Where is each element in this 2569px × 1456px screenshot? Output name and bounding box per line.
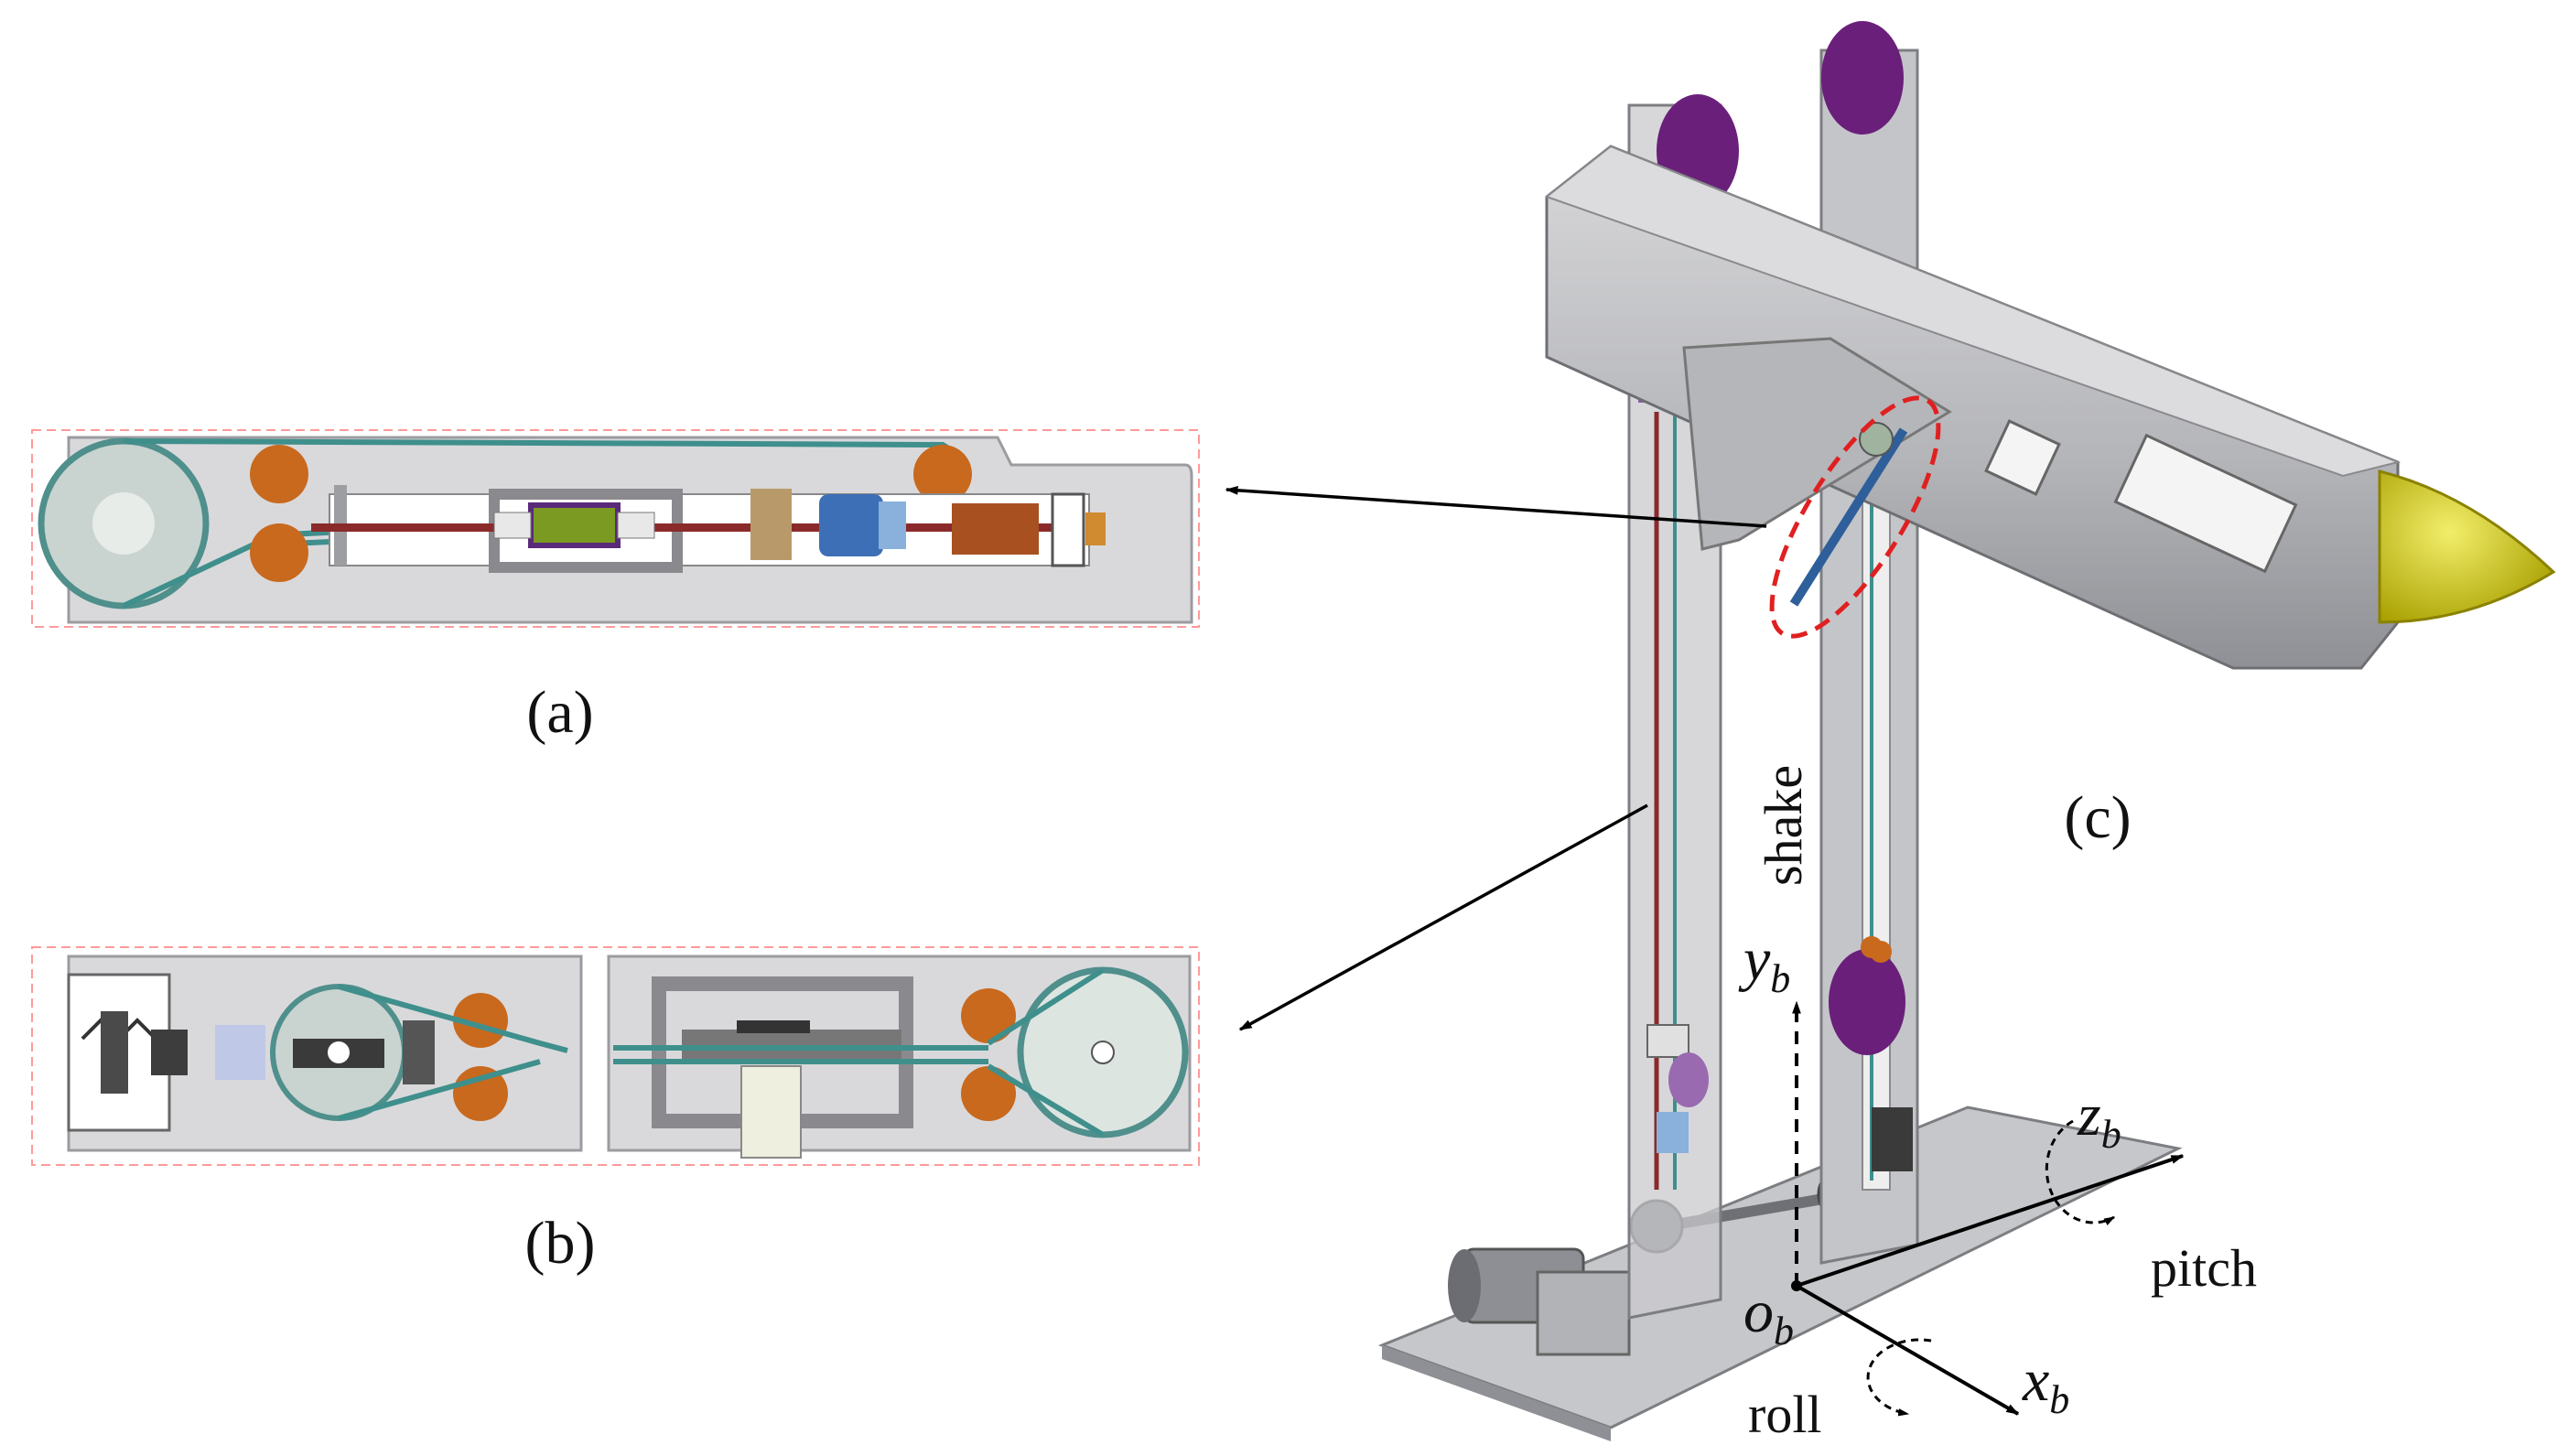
right-column-pulley-low [1829, 949, 1905, 1055]
right-column-gear [1872, 1107, 1913, 1171]
left-column-clamp [1646, 1024, 1689, 1058]
panel-b-slider-plate [740, 1065, 802, 1159]
panel-b-bevel-gear [101, 1011, 128, 1094]
shake-mechanism-highlight [1769, 395, 1941, 639]
panel-b [31, 946, 1200, 1166]
panel-a [31, 429, 1200, 628]
panel-a-bearing [750, 489, 792, 560]
right-column-roller-2 [1870, 941, 1892, 963]
panel-a-motor-shaft [1085, 512, 1106, 545]
panel-a-motor-mount [1051, 492, 1085, 567]
panel-a-coupler-right [617, 512, 655, 539]
left-column-pulley-low [1668, 1052, 1709, 1107]
panel-b-bellows [215, 1025, 265, 1080]
panel-b-drum-left-hub [328, 1041, 350, 1063]
panel-b-roller-top-right [961, 988, 1016, 1043]
panel-b-border [31, 946, 1200, 1166]
roll-rotation-arc [1866, 1338, 1932, 1417]
panel-b-clamp [403, 1020, 435, 1084]
shake-label: shake [1754, 765, 1813, 886]
z-axis [1796, 1154, 2185, 1288]
nose-cone [2378, 469, 2556, 624]
motor-mount [1536, 1270, 1631, 1356]
panel-b-coupler [151, 1030, 188, 1075]
beam-window-small [1984, 419, 2061, 496]
pitch-rotation-arc [2045, 1119, 2116, 1225]
beam-window [2113, 433, 2298, 574]
panel-a-roller-top-left [250, 445, 308, 503]
callout-arrow-b [1238, 803, 1648, 1031]
panel-a-caption: (a) [526, 679, 593, 746]
panel-b-belt-left [338, 984, 568, 1121]
left-column-spring [1657, 1112, 1689, 1153]
callout-arrow-a [1225, 485, 1767, 528]
panel-b-belt-right [613, 1045, 988, 1064]
panel-a-border [31, 429, 1200, 628]
panel-b-drum-right-hub [1091, 1041, 1115, 1064]
panel-a-coupler-left [493, 512, 532, 539]
x-axis [1795, 1284, 2020, 1416]
origin-dot [1791, 1280, 1802, 1291]
body-axes: yb zb xb ob pitch roll [1738, 926, 2257, 1444]
shake-mechanism-rod [1789, 427, 1908, 607]
panel-b-belt-wrap [987, 967, 1105, 1138]
panel-a-bellows [819, 494, 883, 556]
shake-mechanism-pulley [1859, 422, 1894, 457]
base-plate-edge [1382, 1345, 1611, 1441]
panel-c-caption: (c) [2064, 784, 2131, 851]
panel-a-rod [311, 523, 1080, 532]
panel-b-nut [737, 1020, 810, 1033]
panel-b-caption: (b) [525, 1210, 596, 1277]
x-axis-label: xb [2022, 1347, 2069, 1422]
panel-a-sensor [528, 502, 621, 548]
roll-label: roll [1748, 1385, 1822, 1444]
pitch-label: pitch [2151, 1238, 2257, 1298]
panel-a-roller-bottom-left [250, 523, 308, 582]
right-top-pulley [1821, 21, 1904, 135]
panel-a-bellows-cap [879, 502, 906, 549]
panel-b-roller-bottom-right [961, 1066, 1016, 1121]
panel-a-drum-hub [92, 492, 155, 555]
y-axis-label: yb [1738, 926, 1790, 1001]
beam-top [1544, 145, 2402, 478]
panel-a-roller-top-right [913, 445, 972, 503]
origin-label: ob [1743, 1278, 1794, 1354]
panel-a-motor [952, 503, 1039, 555]
linkage-arm [1682, 337, 1952, 551]
motor-end [1448, 1249, 1481, 1322]
panel-b-roller-top-left [453, 993, 508, 1048]
z-axis-label: zb [2077, 1082, 2121, 1157]
panel-c [1377, 21, 2556, 1441]
